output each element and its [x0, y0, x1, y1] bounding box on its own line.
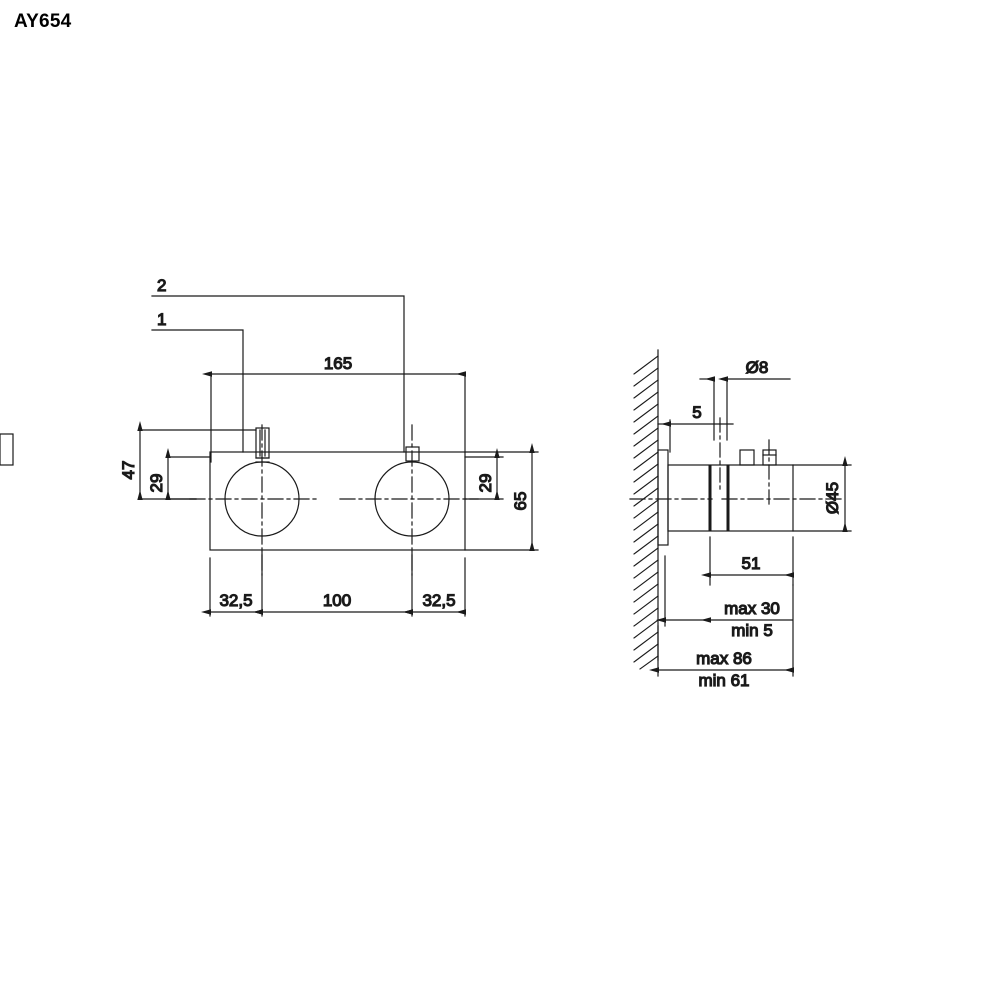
dimension-32-5-left-label: 32,5 [219, 591, 252, 610]
dimension-165: 165 [202, 353, 466, 463]
dimension-diameter-45-label: Ø45 [823, 482, 842, 514]
dimension-29-left: 29 [146, 448, 211, 500]
front-view: 165 47 29 29 [118, 275, 539, 617]
dimension-diameter-8-label: Ø8 [746, 358, 769, 377]
dimension-bottom-chain: 32,5 100 32,5 [201, 551, 466, 617]
dimension-max-86-label: max 86 [696, 649, 752, 668]
wall-flange [657, 449, 669, 546]
callout-leader-2 [151, 295, 405, 453]
dimension-29-left-label: 29 [147, 474, 166, 493]
callout-label-2: 2 [157, 276, 166, 295]
valve-body-outline [667, 464, 794, 532]
dimension-total-length: max 86 min 61 [649, 584, 794, 691]
mounting-plate-outline [209, 451, 466, 551]
body-small-block [739, 449, 755, 466]
dimension-165-label: 165 [324, 354, 352, 373]
body-tall-stud [0, 433, 14, 466]
wall-hatching [633, 355, 659, 670]
dimension-diameter-8: Ø8 [699, 357, 791, 441]
dimension-5: 5 [657, 402, 734, 453]
dimension-65: 65 [464, 443, 539, 551]
callout-leader-1 [151, 329, 244, 453]
dimension-min-61-label: min 61 [698, 671, 749, 690]
dimension-5-label: 5 [692, 403, 701, 422]
dimension-29-right: 29 [464, 448, 504, 500]
callout-label-1: 1 [157, 310, 166, 329]
body-section-dividers [708, 464, 730, 532]
vertical-centerlines [261, 424, 413, 576]
dimension-65-label: 65 [511, 492, 530, 511]
stud-centerlines [719, 417, 770, 506]
dimension-32-5-right-label: 32,5 [422, 591, 455, 610]
side-section-view: Ø8 5 Ø45 51 [0, 349, 852, 691]
dimension-100-label: 100 [323, 591, 351, 610]
dimension-29-right-label: 29 [476, 474, 495, 493]
dimension-51-label: 51 [742, 554, 761, 573]
dimension-max-30-label: max 30 [724, 599, 780, 618]
dimension-wall-depth: max 30 min 5 [656, 555, 793, 641]
dimension-47: 47 [118, 421, 257, 500]
dimension-diameter-45: Ø45 [792, 456, 852, 532]
dimension-47-label: 47 [119, 461, 138, 480]
page-title: AY654 [14, 11, 72, 32]
dimension-min-5-label: min 5 [731, 621, 773, 640]
dimension-51: 51 [701, 536, 794, 586]
